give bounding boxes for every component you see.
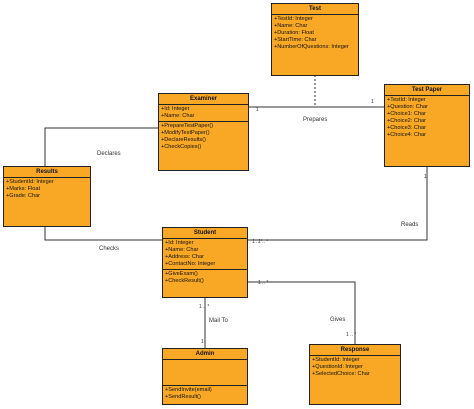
attribute: +Id: Integer [165, 240, 194, 246]
attribute: +SelectedChoice: Char [312, 371, 370, 377]
attribute: +StudentId: Integer [312, 357, 360, 363]
class-test-attributes: +TestId: Integer +Name: Char +Duration: … [272, 15, 358, 52]
attribute: +Choice1: Char [387, 111, 427, 117]
mail-to-mult-student: 1 .. * [199, 304, 209, 310]
declares-label: Declares [97, 151, 121, 157]
reads-label: Reads [401, 222, 418, 228]
checks-label: Checks [99, 246, 119, 252]
operation: +CheckCopies() [161, 144, 202, 150]
class-testpaper[interactable]: Test Paper +TestId: Integer +Question: C… [384, 84, 470, 167]
class-admin-name: Admin [163, 349, 247, 360]
attribute: +ContactNo: Integer [165, 261, 216, 267]
prepares-label: Prepares [303, 117, 327, 123]
class-student-attributes: +Id: Integer +Name: Char +Address: Char … [163, 239, 247, 270]
class-test[interactable]: Test +TestId: Integer +Name: Char +Durat… [271, 3, 359, 76]
prepares-mult-testpaper: 1 [371, 99, 374, 105]
class-student[interactable]: Student +Id: Integer +Name: Char +Addres… [162, 227, 248, 298]
examiner-test-dashed-link [249, 76, 316, 108]
mail-to-label: Mail To [209, 318, 229, 324]
operation: +PrepareTestPaper() [161, 123, 214, 129]
attribute: +Choice2: Char [387, 118, 427, 124]
class-examiner[interactable]: Examiner +Id: Integer +Name: Char +Prepa… [158, 93, 249, 171]
class-student-name: Student [163, 228, 247, 239]
class-examiner-name: Examiner [159, 94, 248, 105]
attribute: +TestId: Integer [387, 97, 426, 103]
class-test-name: Test [272, 4, 358, 15]
class-response-name: Response [310, 345, 400, 356]
class-admin-operations: +SendInvite(email) +SendResult() [163, 386, 247, 402]
class-response[interactable]: Response +StudentId: Integer +QuestionId… [309, 344, 401, 405]
reads-line [248, 167, 428, 241]
class-results-name: Results [4, 167, 90, 178]
attribute: +QuestionId: Integer [312, 364, 363, 370]
attribute: +Marks: Float [6, 186, 41, 192]
attribute: +Duration: Float [274, 30, 314, 36]
gives-line [248, 281, 356, 344]
attribute: +Address: Char [165, 254, 205, 260]
mail-to-mult-admin: 1 [201, 339, 204, 345]
class-results[interactable]: Results +StudentId: Integer +Marks: Floa… [3, 166, 91, 227]
checks-line [44, 227, 162, 241]
class-results-attributes: +StudentId: Integer +Marks: Float +Grade… [4, 178, 90, 201]
attribute: +StudentId: Integer [6, 179, 54, 185]
attribute: +Question: Char [387, 104, 428, 110]
attribute: +StartTime: Char [274, 37, 317, 43]
class-admin-attributes [163, 360, 247, 386]
operation: +CheckResult() [165, 278, 204, 284]
class-admin[interactable]: Admin +SendInvite(email) +SendResult() [162, 348, 248, 405]
declares-line [44, 127, 160, 166]
operation: +ModifyTestPaper() [161, 130, 210, 136]
checks-mult-student: 1 .. * [252, 239, 262, 245]
attribute: +TestId: Integer [274, 16, 313, 22]
class-testpaper-name: Test Paper [385, 85, 469, 96]
attribute: +Grade: Char [6, 193, 41, 199]
prepares-mult-examiner: 1 [256, 107, 259, 113]
class-response-attributes: +StudentId: Integer +QuestionId: Integer… [310, 356, 400, 379]
attribute: +NumberOfQuestions: Integer [274, 44, 349, 50]
attribute: +Name: Char [274, 23, 308, 29]
attribute: +Id: Integer [161, 106, 190, 112]
operation: +SendInvite(email) [165, 387, 212, 393]
reads-mult-testpaper: 1 [424, 174, 427, 180]
class-examiner-attributes: +Id: Integer +Name: Char [159, 105, 248, 122]
class-examiner-operations: +PrepareTestPaper() +ModifyTestPaper() +… [159, 122, 248, 152]
gives-mult-response: 1 .. * [346, 332, 356, 338]
operation: +DeclareResults() [161, 137, 206, 143]
attribute: +Choice4: Char [387, 132, 427, 138]
gives-mult-student: 1 .. * [258, 280, 268, 286]
gives-label: Gives [330, 317, 345, 323]
attribute: +Name: Char [165, 247, 199, 253]
reads-mult-student: 1 .. * [258, 239, 268, 245]
operation: +GiveExam() [165, 271, 198, 277]
operation: +SendResult() [165, 394, 201, 400]
attribute: +Name: Char [161, 113, 195, 119]
class-student-operations: +GiveExam() +CheckResult() [163, 270, 247, 286]
attribute: +Choice3: Char [387, 125, 427, 131]
class-testpaper-attributes: +TestId: Integer +Question: Char +Choice… [385, 96, 469, 140]
